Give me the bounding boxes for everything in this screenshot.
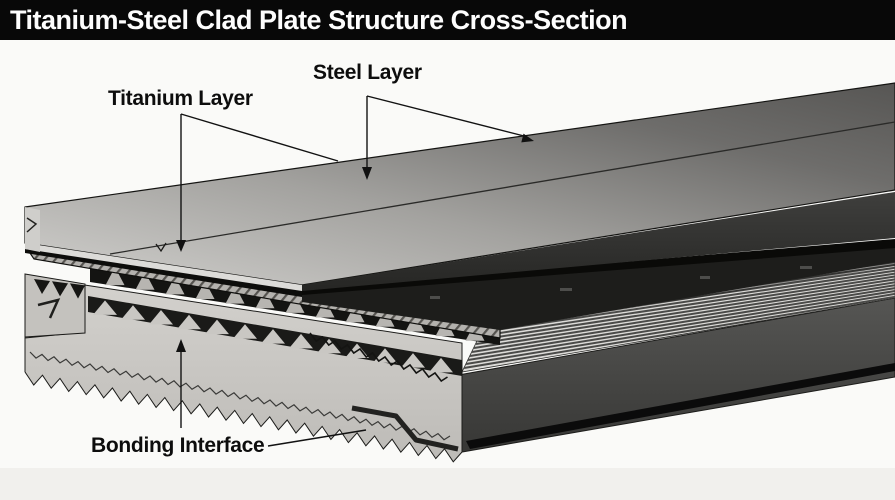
titanium-arrowhead-down: [176, 240, 186, 252]
slab-underside-gap-left: [25, 248, 302, 297]
bottom-plate-face-step: [351, 405, 459, 452]
bonding-arrowhead-up: [176, 339, 186, 352]
bottom-plate-left-face: [24, 281, 463, 463]
slab-left-end-face: [25, 207, 40, 252]
bottom-plate-left-cap: [24, 273, 86, 338]
bottom-plate-inner-serration-line: [29, 351, 451, 441]
slab-front-left-face: [25, 243, 302, 291]
bottom-plate-groove-stripe: [466, 363, 895, 449]
slab-left-notch: [26, 217, 38, 233]
title-bar: Titanium-Steel Clad Plate Structure Cros…: [0, 0, 895, 40]
leader-lines: [180, 95, 525, 447]
titanium-leader-diagonal: [180, 113, 339, 162]
slab-underside-gap-right: [302, 239, 895, 295]
bottom-plate: [24, 257, 895, 463]
steel-leader-diagonal: [366, 95, 525, 137]
bottom-plate-rib-lines: [463, 261, 895, 369]
bonding-interface-band: [302, 246, 895, 330]
slab-seam-line: [109, 121, 895, 255]
bonding-leader-diagonal: [267, 429, 367, 447]
label-titanium-layer: Titanium Layer: [108, 87, 253, 110]
slab-front-edge-tick: [155, 242, 167, 253]
label-steel-layer: Steel Layer: [313, 61, 422, 84]
leader-arrowheads: [176, 133, 534, 352]
label-bonding-interface: Bonding Interface: [91, 434, 265, 457]
bottom-plate-break-serration: [309, 332, 448, 383]
slab-front-right-face: [302, 192, 895, 291]
background-bottom-shade: [0, 468, 895, 500]
top-slab: [24, 82, 895, 297]
steel-arrowhead-diagonal: [521, 133, 534, 143]
page-title: Titanium-Steel Clad Plate Structure Cros…: [10, 4, 628, 35]
steel-arrowhead-down: [362, 167, 372, 180]
